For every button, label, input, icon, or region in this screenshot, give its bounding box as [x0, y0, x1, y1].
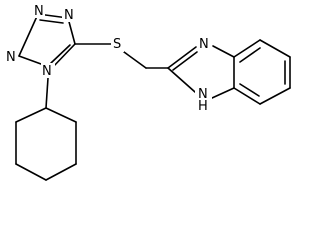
bond [15, 107, 47, 123]
bond [45, 107, 77, 123]
bond [167, 46, 197, 69]
atom-n-imidazole-top: N [199, 37, 209, 52]
atom-nh-hydrogen: H [198, 99, 208, 114]
bond [18, 13, 39, 57]
bond [212, 45, 235, 58]
bond [167, 67, 196, 93]
bond [233, 87, 261, 105]
bond [51, 43, 76, 69]
atom-labels: N N N N S N N H [6, 3, 212, 114]
bond [211, 87, 235, 99]
benzimidazole-ring [167, 39, 291, 105]
double-bond [39, 19, 64, 24]
bond [15, 163, 47, 181]
bond [45, 163, 77, 181]
cyclohexyl-ring [15, 107, 77, 181]
bond [45, 77, 49, 109]
bond [259, 87, 291, 105]
label-background [197, 36, 211, 51]
label-background [195, 88, 212, 110]
label-background [111, 36, 124, 52]
bond [67, 17, 76, 45]
atom-n-tetrazole-top: N [34, 4, 44, 19]
label-background [33, 3, 45, 18]
label-background [6, 49, 18, 64]
double-bond [50, 44, 71, 64]
bond [259, 39, 291, 58]
bond [233, 39, 261, 58]
double-bond [239, 83, 260, 97]
double-bond [172, 51, 198, 71]
atom-n-tetrazole-left: N [6, 50, 16, 65]
label-background [41, 63, 55, 78]
double-bond [239, 47, 261, 63]
atom-nh-imidazole: N [198, 87, 208, 102]
atom-n-tetrazole-right: N [64, 8, 74, 23]
molecule-structure: N N N N S N N H [6, 3, 291, 181]
bond [123, 51, 147, 69]
label-background [62, 7, 74, 22]
atom-n-tetrazole-bottom: N [42, 64, 52, 79]
thioether-linker [74, 43, 169, 69]
atom-sulfur: S [113, 37, 121, 52]
